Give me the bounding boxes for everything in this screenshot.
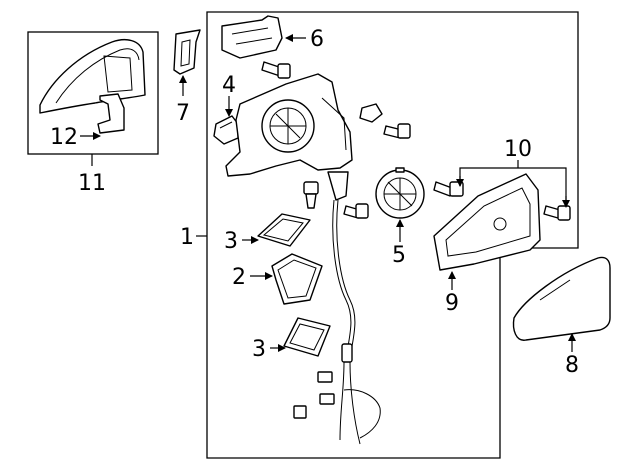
wire-harness: [293, 171, 381, 445]
callout-4: 4: [222, 73, 236, 98]
callout-6: 6: [310, 27, 324, 52]
harness-bracket-6: [221, 15, 283, 59]
screw-top: [261, 61, 291, 79]
screw-10-left: [433, 181, 464, 197]
callout-8: 8: [565, 353, 579, 378]
callout-3-lower: 3: [252, 337, 266, 362]
mirror-base-housing: [225, 73, 383, 177]
motor-5: [375, 167, 425, 219]
callout-1: 1: [180, 225, 194, 250]
callout-9: 9: [445, 291, 459, 316]
screw-10-right: [543, 205, 571, 221]
screw-middle: [383, 123, 411, 139]
switch-4: [213, 115, 239, 145]
callout-10: 10: [504, 137, 532, 162]
callout-5: 5: [392, 243, 406, 268]
callout-12: 12: [50, 125, 78, 150]
callout-3-upper: 3: [224, 229, 238, 254]
screw-left: [303, 181, 319, 209]
gasket-upper-3: [257, 213, 311, 247]
inset-frame-11: [27, 31, 159, 155]
gasket-lower-3: [283, 317, 331, 357]
bracket-7: [173, 29, 201, 75]
mirror-holder-9: [433, 173, 541, 271]
screw-lower: [343, 203, 369, 219]
callout-11: 11: [78, 171, 106, 196]
callout-7: 7: [176, 101, 190, 126]
mirror-glass-8: [512, 256, 611, 341]
callout-2: 2: [232, 265, 246, 290]
mirror-cover: [39, 39, 146, 114]
cup-2: [271, 253, 323, 305]
cover-trim-clip: [97, 93, 125, 134]
